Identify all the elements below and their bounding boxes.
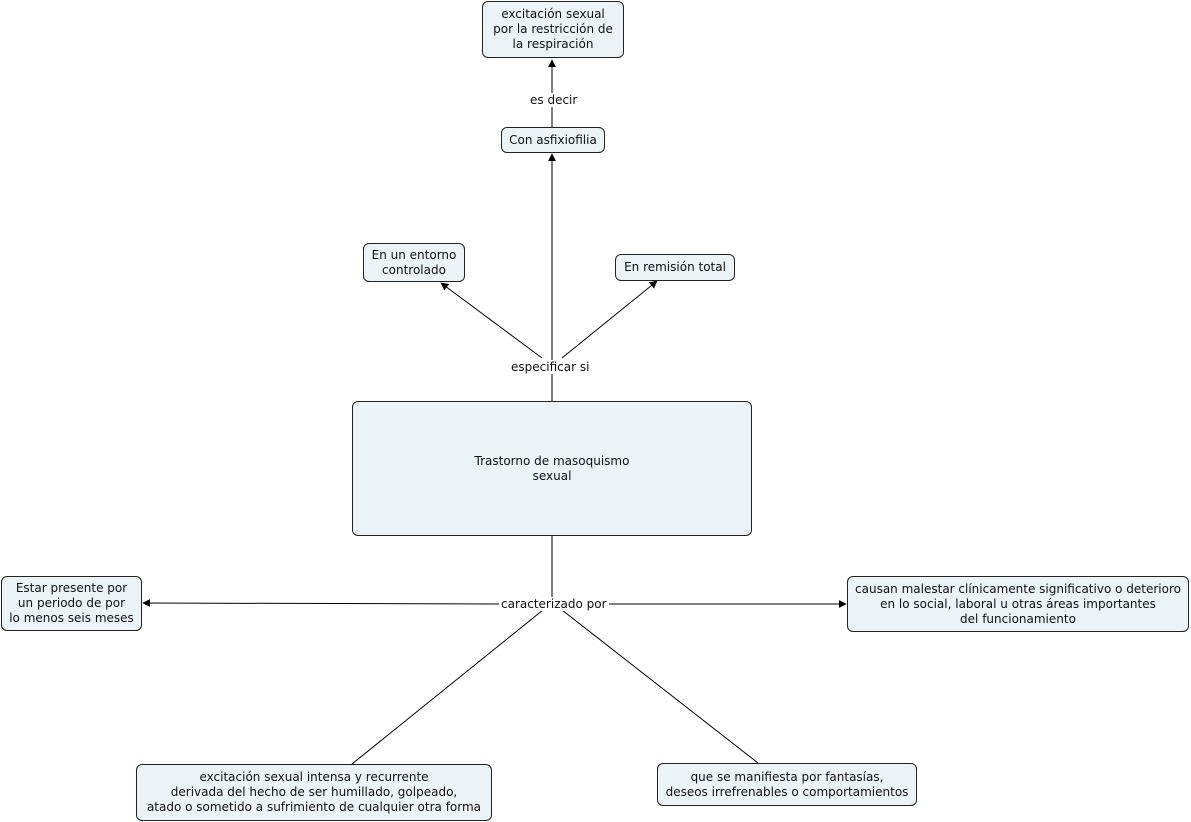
node-malestar-clinico[interactable]: causan malestar clínicamente significati…: [847, 576, 1189, 632]
node-en-un-entorno-controlado[interactable]: En un entorno controlado: [363, 243, 465, 282]
arrow-to-duracion: [142, 599, 501, 608]
connector-to-excitacion: [351, 609, 544, 765]
link-label-es-decir[interactable]: es decir: [528, 93, 580, 107]
connector-to-manifiesta: [561, 609, 759, 764]
node-en-remision-total[interactable]: En remisión total: [615, 254, 735, 281]
node-excitacion-sexual-intensa[interactable]: excitación sexual intensa y recurrente d…: [136, 764, 492, 821]
node-fantasias-deseos-comportamientos[interactable]: que se manifiesta por fantasías, deseos …: [657, 763, 917, 806]
arrow-to-remision: [561, 280, 658, 359]
node-con-asfixiofilia[interactable]: Con asfixiofilia: [501, 127, 605, 153]
node-trastorno-de-masoquismo-sexual[interactable]: Trastorno de masoquismo sexual: [352, 401, 752, 536]
node-duracion-seis-meses[interactable]: Estar presente por un periodo de por lo …: [1, 576, 142, 631]
link-label-especificar-si[interactable]: especificar si: [509, 360, 592, 374]
link-label-caracterizado-por[interactable]: caracterizado por: [499, 597, 609, 611]
node-asfixiofilia-definition[interactable]: excitación sexual por la restricción de …: [482, 1, 624, 58]
arrow-to-entorno: [440, 282, 543, 359]
